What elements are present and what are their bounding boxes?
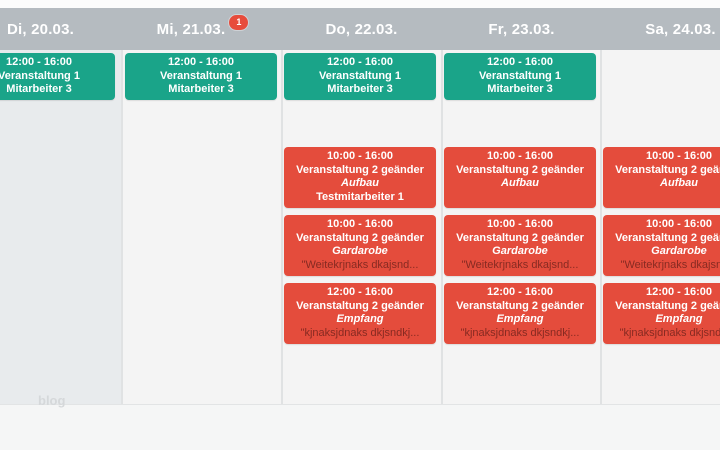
footer-area xyxy=(0,404,720,450)
event-time: 12:00 - 16:00 xyxy=(486,286,554,298)
event-role: Gardarobe xyxy=(332,245,388,257)
watermark-text: blog xyxy=(38,393,66,408)
event-title: Veranstaltung 2 geänder xyxy=(296,299,424,312)
event-note: "Weitekrjnaks dkajsnd... xyxy=(301,258,419,271)
event-staff: Mitarbeiter 3 xyxy=(6,83,72,95)
event-title: Veranstaltung 1 xyxy=(319,69,401,82)
day-header: Di, 20.03. xyxy=(0,8,119,50)
event-time: 10:00 - 16:00 xyxy=(326,218,394,230)
event-title: Veranstaltung 1 xyxy=(160,69,242,82)
event-note: "Weitekrjnaks dkajsnd... xyxy=(461,258,579,271)
day-header: Mi, 21.03.1 xyxy=(124,8,281,50)
event-title: Veranstaltung 2 geänder xyxy=(456,231,584,244)
event-title: Veranstaltung 1 xyxy=(0,69,80,82)
event-staff: Mitarbeiter 3 xyxy=(487,83,553,95)
event-time: 12:00 - 16:00 xyxy=(326,286,394,298)
event-role: Empfang xyxy=(336,313,384,325)
event-role: Aufbau xyxy=(660,177,698,189)
event-time: 10:00 - 16:00 xyxy=(486,218,554,230)
event-time: 10:00 - 16:00 xyxy=(486,150,554,162)
event-time: 10:00 - 16:00 xyxy=(645,218,713,230)
event-title: Veranstaltung 2 geänder xyxy=(296,163,424,176)
event-staff: Mitarbeiter 3 xyxy=(168,83,234,95)
day-header: Fr, 23.03. xyxy=(443,8,600,50)
event-title: Veranstaltung 2 geänder xyxy=(296,231,424,244)
event-note: "kjnaksjdnaks dkjsndkj... xyxy=(460,326,580,339)
day-header: Sa, 24.03. xyxy=(602,8,720,50)
event-title: Veranstaltung 1 xyxy=(479,69,561,82)
column-separator xyxy=(600,50,602,404)
day-header-label: Sa, 24.03. xyxy=(645,20,716,38)
event-title: Veranstaltung 2 geänder xyxy=(615,231,720,244)
day-header-label: Do, 22.03. xyxy=(325,20,398,38)
event-time: 12:00 - 16:00 xyxy=(645,286,713,298)
calendar-header: Di, 20.03. Mi, 21.03.1 Do, 22.03. Fr, 23.03… xyxy=(0,8,720,50)
event-time: 12:00 - 16:00 xyxy=(167,56,235,68)
column-separator xyxy=(121,50,123,404)
first-column-shade xyxy=(0,50,121,404)
event-role: Empfang xyxy=(496,313,544,325)
day-header-label: Fr, 23.03. xyxy=(488,20,555,38)
event-note: "kjnaksjdnaks dkjsndkj... xyxy=(619,326,720,339)
event-note: "Weitekrjnaks dkajsnd... xyxy=(620,258,720,271)
event-time: 10:00 - 16:00 xyxy=(645,150,713,162)
event-title: Veranstaltung 2 geänder xyxy=(615,299,720,312)
event-staff: Mitarbeiter 3 xyxy=(327,83,393,95)
notification-badge[interactable]: 1 xyxy=(229,14,249,30)
event-role: Gardarobe xyxy=(651,245,707,257)
event-time: 12:00 - 16:00 xyxy=(486,56,554,68)
column-separator xyxy=(281,50,283,404)
day-header: Do, 22.03. xyxy=(283,8,440,50)
event-time: 12:00 - 16:00 xyxy=(326,56,394,68)
event-role: Aufbau xyxy=(501,177,539,189)
event-time: 10:00 - 16:00 xyxy=(326,150,394,162)
event-time: 12:00 - 16:00 xyxy=(5,56,73,68)
event-title: Veranstaltung 2 geänder xyxy=(456,299,584,312)
event-role: Empfang xyxy=(655,313,703,325)
event-note: "kjnaksjdnaks dkjsndkj... xyxy=(300,326,420,339)
event-title: Veranstaltung 2 geänder xyxy=(615,163,720,176)
day-header-label: Di, 20.03. xyxy=(6,20,75,38)
event-title: Veranstaltung 2 geänder xyxy=(456,163,584,176)
day-header-label: Mi, 21.03. xyxy=(156,20,226,38)
event-staff: Testmitarbeiter 1 xyxy=(316,190,404,203)
event-role: Gardarobe xyxy=(492,245,548,257)
column-separator xyxy=(441,50,443,404)
event-role: Aufbau xyxy=(341,177,379,189)
